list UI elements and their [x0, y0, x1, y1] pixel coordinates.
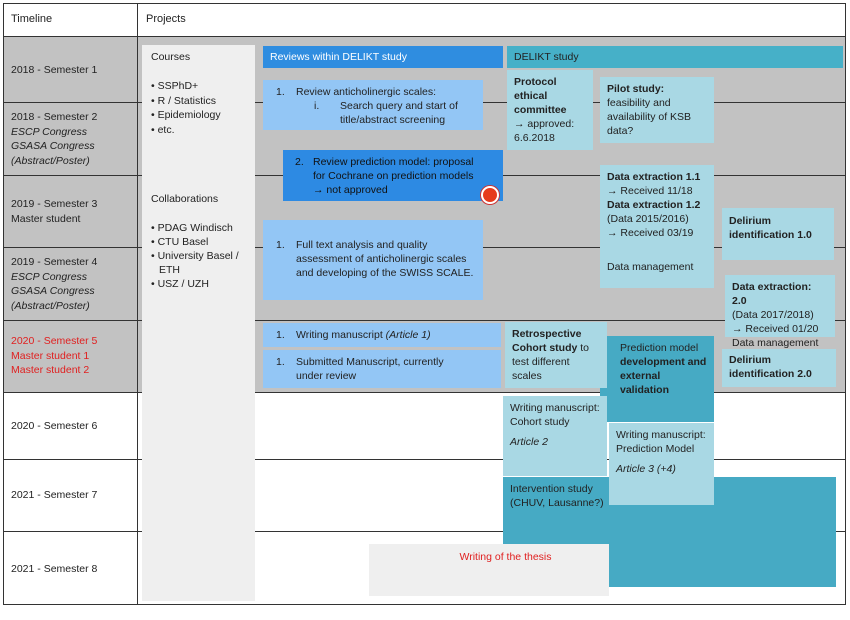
row-line: [3, 36, 846, 37]
write-cohort-box: Writing manuscript: Cohort study Article…: [503, 396, 607, 476]
prediction-model-box: Prediction model development and externa…: [600, 336, 714, 422]
rejected-stamp-icon: [481, 186, 499, 204]
semester-label: 2021 - Semester 8: [11, 563, 98, 575]
pilot-study-box: Pilot study: feasibility and availabilit…: [600, 77, 714, 143]
table-frame: [3, 3, 846, 605]
header-projects: Projects: [146, 13, 186, 25]
courses-list: • SSPhD+ • R / Statistics • Epidemiology…: [151, 79, 221, 137]
reviews-header: Reviews within DELIKT study: [263, 46, 503, 68]
courses-title: Courses: [151, 51, 191, 63]
timeline-semester-2: 2018 - Semester 2 ESCP Congress GSASA Co…: [11, 110, 97, 168]
review-item: 1.Submitted Manuscript, currently under …: [276, 356, 444, 382]
column-divider: [137, 3, 138, 605]
row-line: [3, 392, 846, 393]
semester-label: 2021 - Semester 7: [11, 489, 98, 501]
review-item: 1.Writing manuscript (Article 1): [276, 329, 431, 341]
delirium-2-box: Delirium identification 2.0: [722, 349, 836, 387]
retrospective-cohort-box: Retrospective Cohort study to test diffe…: [505, 322, 607, 388]
collab-item: • PDAG Windisch: [151, 222, 233, 234]
semester-note: ESCP Congress: [11, 125, 88, 138]
course-item: • R / Statistics: [151, 94, 216, 107]
semester-label: 2020 - Semester 6: [11, 420, 98, 432]
write-prediction-box: Writing manuscript: Prediction Model Art…: [609, 423, 714, 505]
semester-label: 2018 - Semester 1: [11, 64, 98, 76]
semester-note: GSASA Congress: [11, 140, 95, 152]
semester-note: Master student: [11, 212, 81, 225]
timeline-semester-6: 2020 - Semester 6: [11, 419, 97, 434]
manuscript-writing-box: 1.Writing manuscript (Article 1): [263, 323, 501, 347]
manuscript-submitted-box: 1.Submitted Manuscript, currently under …: [263, 350, 501, 388]
course-item: • SSPhD+: [151, 80, 199, 92]
collaborations-list: • PDAG Windisch • CTU Basel • University…: [151, 221, 255, 291]
row-line: [3, 320, 846, 321]
timeline-semester-7: 2021 - Semester 7: [11, 488, 97, 503]
semester-label: 2019 - Semester 4: [11, 256, 98, 268]
course-item: • Epidemiology: [151, 109, 221, 121]
review-item: 1.Review anticholinergic scales:: [276, 86, 437, 98]
delikt-header: DELIKT study: [507, 46, 843, 68]
semester-label: 2018 - Semester 2: [11, 111, 98, 123]
header-timeline: Timeline: [11, 13, 53, 25]
semester-note: (Abstract/Poster): [11, 299, 90, 312]
timeline-semester-5: 2020 - Semester 5 Master student 1 Maste…: [11, 334, 97, 378]
timeline-semester-8: 2021 - Semester 8: [11, 562, 97, 577]
review-item: 1.Full text analysis and quality assessm…: [276, 239, 474, 279]
collab-item: • CTU Basel: [151, 236, 209, 248]
collaborations-title: Collaborations: [151, 193, 219, 205]
data-extraction-2-box: Data extraction: 2.0 (Data 2017/2018) → …: [725, 275, 835, 349]
course-item: • etc.: [151, 123, 175, 136]
semester-label: 2019 - Semester 3: [11, 198, 98, 210]
collab-item: • USZ / UZH: [151, 278, 209, 290]
data-extraction-1-box: Data extraction 1.1 → Received 11/18 Dat…: [600, 165, 714, 288]
semester-note: ESCP Congress: [11, 270, 88, 283]
semester-note: GSASA Congress: [11, 285, 95, 297]
timeline-semester-1: 2018 - Semester 1: [11, 63, 97, 78]
row-line: [3, 531, 846, 532]
protocol-box: Protocol ethical committee → approved: 6…: [507, 70, 593, 150]
thesis-box: Writing of the thesis: [369, 544, 609, 596]
review-fulltext-box: 1.Full text analysis and quality assessm…: [263, 220, 483, 300]
delirium-1-box: Delirium identification 1.0: [722, 208, 834, 260]
review-anticholinergic-box: 1.Review anticholinergic scales: i.Searc…: [263, 80, 483, 130]
semester-note: (Abstract/Poster): [11, 154, 90, 167]
row-line: [3, 459, 846, 460]
timeline-semester-4: 2019 - Semester 4 ESCP Congress GSASA Co…: [11, 255, 97, 313]
semester-label: 2020 - Semester 5: [11, 335, 98, 347]
collab-item: • University Basel / ETH: [151, 250, 239, 276]
timeline-semester-3: 2019 - Semester 3 Master student: [11, 197, 97, 226]
semester-note: Master student 2: [11, 364, 90, 376]
courses-panel: Courses • SSPhD+ • R / Statistics • Epid…: [142, 45, 255, 601]
semester-note: Master student 1: [11, 349, 90, 362]
review-subitem: i.Search query and start of title/abstra…: [314, 100, 458, 126]
